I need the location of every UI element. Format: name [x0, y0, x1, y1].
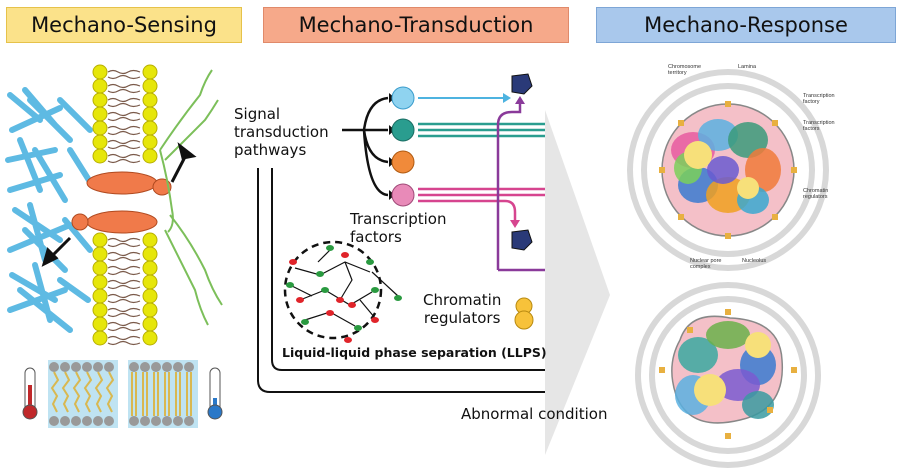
purple-arrowhead: [515, 96, 525, 104]
transcription-factor-teal: [391, 118, 415, 142]
transcription-factory-label: Transcription factory: [803, 93, 835, 106]
target-protein-bottom: [511, 229, 533, 251]
nucleus-abnormal: [635, 282, 821, 468]
transcription-factor-orange: [391, 150, 415, 174]
chromatin-regulators-label: Chromatin regulators: [423, 291, 502, 327]
thermometer-cold-icon: [207, 367, 223, 420]
mechano-sensing-header: Mechano-Sensing: [6, 7, 242, 43]
mechanosensitive-channel: [71, 171, 172, 234]
response-arrow: [545, 110, 610, 455]
membrane-strip-rigid: [128, 360, 198, 428]
abnormal-condition-label: Abnormal condition: [461, 405, 608, 423]
lamina-label: Lamina: [738, 64, 757, 70]
lipid-bilayer: [92, 64, 158, 346]
teal-signal-lines: [418, 122, 545, 138]
pink-arrowhead: [510, 220, 520, 228]
nucleolus-label: Nucleolus: [742, 258, 767, 264]
chromosome-territory-label: Chromosome territory: [668, 64, 702, 77]
purple-signal-line: [496, 102, 545, 272]
mechano-response-header: Mechano-Response: [596, 7, 896, 43]
nuclear-pore-complex-label: Nuclear pore complex: [690, 258, 722, 271]
blue-arrowhead: [503, 93, 511, 103]
transcription-factors-nucleus-label: Transcription factors: [803, 120, 835, 133]
transcription-factor-pink: [391, 183, 415, 207]
target-protein-top: [511, 73, 533, 95]
pathway-branches: [342, 96, 389, 197]
force-arrows: [41, 142, 197, 267]
ecm-fibers: [159, 69, 223, 326]
llps-label: Liquid-liquid phase separation (LLPS): [282, 345, 547, 360]
mechano-transduction-header: Mechano-Transduction: [263, 7, 569, 43]
llps-droplet: [283, 240, 402, 343]
transcription-factors-label: Transcription factors: [350, 210, 447, 246]
chromatin-regulators-nucleus-label: Chromatin regulators: [803, 188, 829, 201]
chromatin-regulator-icon: [514, 297, 534, 330]
pathway-arrowheads: [389, 93, 395, 200]
transcription-factor-blue: [391, 86, 415, 110]
pink-signal-lines: [418, 187, 545, 222]
nucleus-normal: [627, 69, 829, 271]
cytoskeleton-filaments: [5, 87, 95, 333]
pathway-return-lines: [257, 168, 545, 393]
signal-pathways-label: Signal transduction pathways: [234, 105, 329, 159]
membrane-strip-fluid: [48, 360, 118, 428]
thermometer-hot-icon: [22, 367, 38, 420]
